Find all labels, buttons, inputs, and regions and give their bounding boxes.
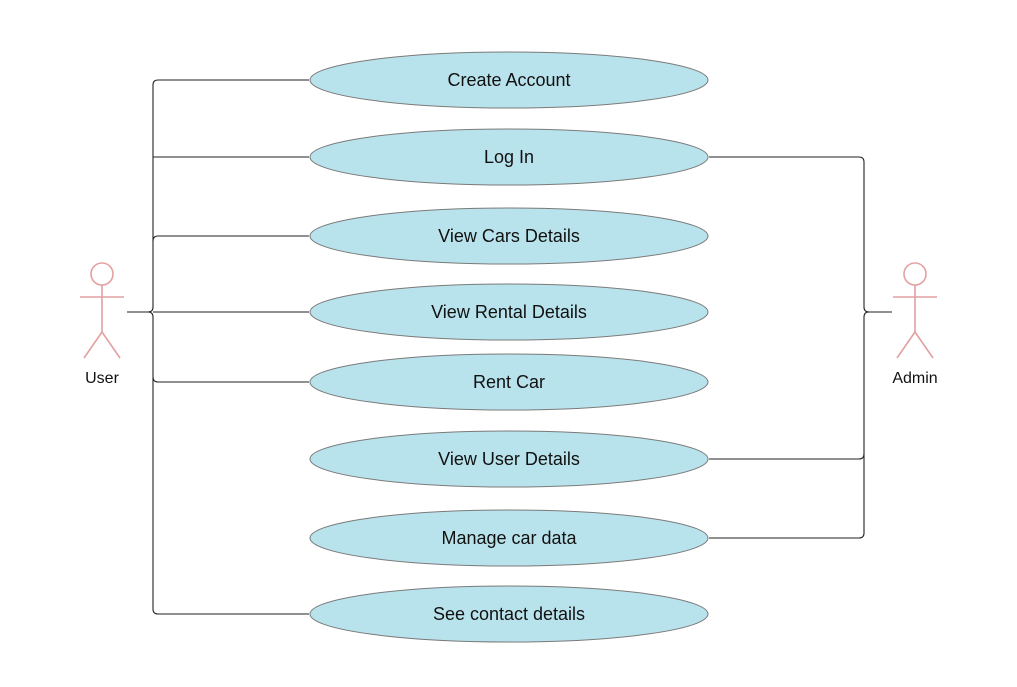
- user-trunk-lower: [147, 311, 309, 615]
- use-case-view-user-details: View User Details: [309, 430, 709, 488]
- admin-trunk-lower: [709, 311, 870, 539]
- use-case-view-rental-details: View Rental Details: [309, 283, 709, 341]
- use-case-ellipse: [309, 430, 709, 488]
- use-case-manage-car-data: Manage car data: [309, 509, 709, 567]
- use-case-ellipse: [309, 51, 709, 109]
- use-case-log-in: Log In: [309, 128, 709, 186]
- actor-label: Admin: [892, 370, 937, 387]
- actor-admin: Admin: [892, 262, 938, 387]
- use-case-view-cars-details: View Cars Details: [309, 207, 709, 265]
- actor-label: User: [85, 370, 119, 387]
- use-case-ellipse: [309, 128, 709, 186]
- use-case-ellipse: [309, 353, 709, 411]
- use-case-rent-car: Rent Car: [309, 353, 709, 411]
- actor-user: User: [80, 262, 124, 387]
- use-case-ellipse: [309, 585, 709, 643]
- stick-figure-icon: [80, 262, 124, 359]
- admin-trunk-upper: [709, 156, 892, 313]
- use-case-ellipse: [309, 283, 709, 341]
- use-case-label: Manage car data: [441, 528, 577, 548]
- use-case-see-contact-details: See contact details: [309, 585, 709, 643]
- use-case-create-account: Create Account: [309, 51, 709, 109]
- user-trunk-upper: [127, 79, 309, 313]
- use-case-label: View User Details: [438, 449, 580, 469]
- use-case-label: See contact details: [433, 604, 585, 624]
- use-case-label: Log In: [484, 147, 534, 167]
- use-case-label: Create Account: [447, 70, 570, 90]
- use-case-ellipse: [309, 207, 709, 265]
- use-case-label: View Cars Details: [438, 226, 580, 246]
- use-case-label: View Rental Details: [431, 302, 587, 322]
- user-connectors: [127, 79, 309, 615]
- use-case-label: Rent Car: [473, 372, 545, 392]
- use-case-ellipse: [309, 509, 709, 567]
- connector-user-view-cars-details: [152, 235, 309, 242]
- admin-connectors: [709, 156, 892, 539]
- connector-admin-view-user-details: [709, 453, 865, 460]
- connector-user-rent-car: [152, 376, 309, 383]
- stick-figure-icon: [893, 262, 937, 359]
